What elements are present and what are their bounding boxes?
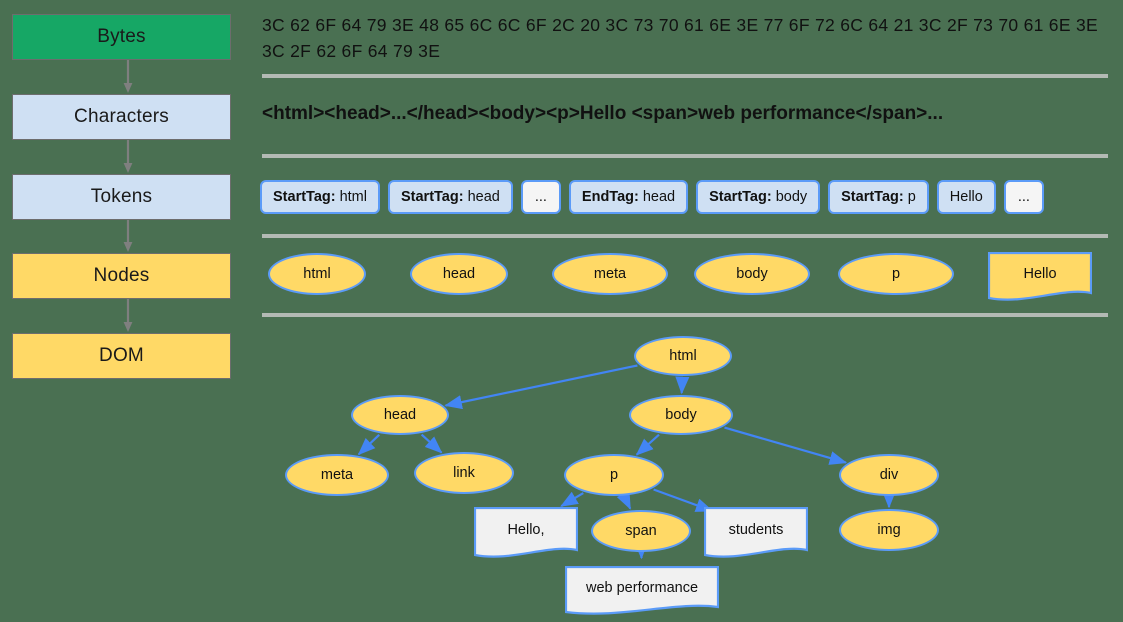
dom-node-web-performance: web performance xyxy=(565,566,719,616)
dom-node-p: p xyxy=(564,454,664,496)
token-chip[interactable]: EndTag:head xyxy=(568,180,689,214)
bytes-hex-text: 3C 62 6F 64 79 3E 48 65 6C 6C 6F 2C 20 3… xyxy=(262,15,1098,61)
pipeline-stage-tokens: Tokens xyxy=(12,174,231,220)
token-chip[interactable]: StartTag:body xyxy=(696,180,821,214)
token-chip[interactable]: ... xyxy=(1003,180,1044,214)
dom-node-label: students xyxy=(728,522,784,538)
token-value: head xyxy=(467,189,500,205)
pipeline-arrow-characters-to-tokens xyxy=(123,140,133,173)
token-chip[interactable]: StartTag:p xyxy=(828,180,929,214)
dom-node-label: Hello, xyxy=(507,522,545,538)
dom-node-img: img xyxy=(839,509,939,551)
token-kind: EndTag: xyxy=(581,189,639,205)
characters-markup-text: <html><head>...</head><body><p>Hello <sp… xyxy=(262,103,944,124)
token-value: body xyxy=(775,189,808,205)
token-chip[interactable]: StartTag:html xyxy=(260,180,380,214)
token-kind: StartTag: xyxy=(841,189,904,205)
token-kind: StartTag: xyxy=(400,189,464,205)
pipeline-stage-characters: Characters xyxy=(12,94,231,140)
pipeline-arrow-tokens-to-nodes xyxy=(123,220,133,252)
node-ellipse: head xyxy=(410,253,508,295)
separator-nodes xyxy=(262,313,1108,317)
node-ellipse: html xyxy=(268,253,366,295)
dom-node-label: web performance xyxy=(585,580,699,596)
node-ellipse: meta xyxy=(552,253,668,295)
pipeline-stage-bytes: Bytes xyxy=(12,14,231,60)
dom-node-head: head xyxy=(351,395,449,435)
token-value: Hello xyxy=(949,189,983,205)
separator-bytes xyxy=(262,74,1108,78)
dom-edge-body-to-div xyxy=(724,426,848,465)
pipeline-stage-dom: DOM xyxy=(12,333,231,379)
token-chip[interactable]: Hello xyxy=(936,180,996,214)
node-ellipse: body xyxy=(694,253,810,295)
dom-node-span: span xyxy=(591,510,691,552)
node-text-document: Hello xyxy=(988,252,1092,302)
token-value: p xyxy=(907,189,916,205)
separator-characters xyxy=(262,154,1108,158)
node-label: Hello xyxy=(1023,266,1057,282)
dom-edge-html-to-head xyxy=(444,364,638,410)
dom-edge-head-to-link xyxy=(420,433,443,454)
pipeline-arrow-nodes-to-dom xyxy=(123,299,133,332)
dom-node-students: students xyxy=(704,507,808,559)
token-kind: StartTag: xyxy=(709,189,772,205)
dom-edge-html-to-body xyxy=(675,376,690,395)
pipeline-stage-nodes: Nodes xyxy=(12,253,231,299)
dom-edge-head-to-meta xyxy=(357,434,380,456)
dom-edge-p-to-span xyxy=(616,490,632,510)
token-chip[interactable]: ... xyxy=(520,180,561,214)
token-value: head xyxy=(642,189,676,205)
dom-node-html: html xyxy=(634,336,732,376)
token-value: ... xyxy=(1017,189,1030,205)
pipeline-arrow-bytes-to-characters xyxy=(123,60,133,93)
dom-node-link: link xyxy=(414,452,514,494)
token-kind: StartTag: xyxy=(273,189,336,205)
dom-node-meta: meta xyxy=(285,454,389,496)
token-chip[interactable]: StartTag:head xyxy=(387,180,513,214)
node-ellipse: p xyxy=(838,253,954,295)
token-value: html xyxy=(339,189,367,205)
token-value: ... xyxy=(534,189,547,205)
dom-node-hello: Hello, xyxy=(474,507,578,559)
dom-edge-p-to-hello xyxy=(560,491,584,508)
dom-edge-body-to-p xyxy=(635,433,660,456)
dom-node-body: body xyxy=(629,395,733,435)
dom-node-div: div xyxy=(839,454,939,496)
separator-tokens xyxy=(262,234,1108,238)
